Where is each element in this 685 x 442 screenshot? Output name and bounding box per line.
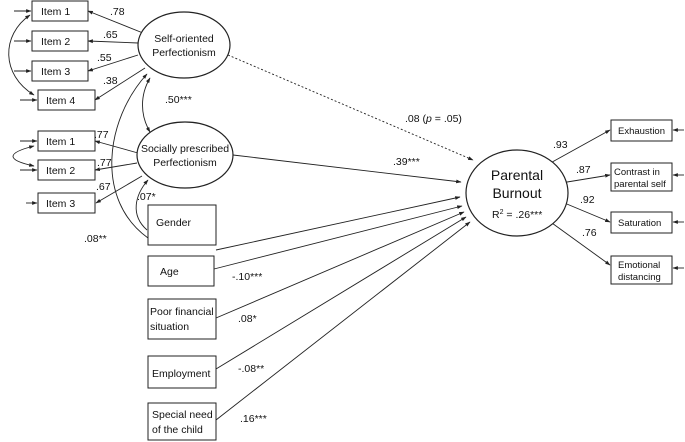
svg-text:Item 4: Item 4 — [46, 95, 75, 107]
svg-text:Item 1: Item 1 — [46, 136, 75, 148]
loading-arrow-exhaustion — [544, 129, 611, 167]
svg-text:Gender: Gender — [156, 217, 192, 229]
loading-arrow-spp-item1 — [94, 140, 139, 154]
loading-arrow-sop-item3 — [87, 54, 139, 72]
svg-text:Special need: Special need — [152, 409, 213, 421]
loading-arrow-saturation — [561, 201, 611, 223]
outcome-exhaustion: Exhaustion — [610, 119, 673, 142]
loading-arrow-sop-item4 — [94, 67, 146, 101]
control-special-need-of-the-child: Special need of the child — [147, 402, 217, 441]
spp-item-2: Item 2 — [37, 159, 96, 181]
svg-text:Item 1: Item 1 — [41, 6, 70, 18]
svg-text:parental self: parental self — [614, 179, 666, 190]
sop-item-2: Item 2 — [31, 30, 89, 52]
spp-burnout-label: .39*** — [393, 156, 420, 168]
svg-text:Socially prescribed: Socially prescribed — [141, 143, 229, 155]
sop-item-1: Item 1 — [31, 0, 89, 22]
error-covariance-spp-items — [12, 145, 35, 167]
special-need-burnout-label: .16*** — [240, 413, 267, 425]
svg-text:Item 3: Item 3 — [46, 198, 75, 210]
svg-text:Perfectionism: Perfectionism — [152, 47, 216, 59]
gender-sop-label: .08** — [84, 233, 107, 245]
loading-arrow-sop-item2 — [87, 39, 139, 44]
loading-label-spp-item2: .77 — [97, 157, 112, 169]
path-gender-sop — [111, 73, 149, 239]
loading-label-saturation: .92 — [580, 194, 595, 206]
svg-text:Parental: Parental — [491, 167, 543, 183]
path-employment-burnout — [215, 216, 467, 370]
loading-arrow-contrast — [560, 173, 611, 184]
gender-spp-label: .07* — [137, 191, 156, 203]
sop-burnout-label: .08 (p = .05) — [405, 113, 462, 125]
sop-item-4: Item 4 — [37, 89, 96, 111]
loading-label-sop-item1: .78 — [110, 6, 125, 18]
svg-text:Item 2: Item 2 — [41, 36, 70, 48]
loading-label-sop-item4: .38 — [103, 75, 118, 87]
path-gender-burnout — [215, 196, 461, 251]
parental-burnout-node: Parental Burnout R2 = .26*** — [465, 149, 569, 237]
loading-label-emotional: .76 — [582, 227, 597, 239]
svg-text:Item 3: Item 3 — [41, 66, 70, 78]
control-poor-financial-situation: Poor financial situation — [147, 298, 217, 340]
svg-text:Poor financial: Poor financial — [150, 306, 214, 318]
loading-label-contrast: .87 — [576, 164, 591, 176]
employment-burnout-label: -.08** — [238, 363, 264, 375]
loading-arrow-sop-item1 — [87, 10, 144, 34]
outcome-saturation: Saturation — [610, 211, 673, 234]
svg-text:Saturation: Saturation — [618, 218, 661, 229]
loading-label-sop-item2: .65 — [103, 29, 118, 41]
self-oriented-perfectionism-node: Self-oriented Perfectionism — [137, 11, 231, 79]
loading-label-sop-item3: .55 — [97, 52, 112, 64]
svg-text:Employment: Employment — [152, 368, 210, 380]
error-covariance-sop-items — [8, 14, 35, 96]
control-age: Age — [147, 255, 215, 287]
svg-text:Perfectionism: Perfectionism — [153, 157, 217, 169]
loading-label-spp-item1: .77 — [94, 129, 109, 141]
correlation-sop-spp — [142, 77, 151, 133]
svg-text:Contrast in: Contrast in — [614, 167, 660, 178]
svg-text:R2 = .26***: R2 = .26*** — [492, 209, 542, 221]
svg-text:distancing: distancing — [618, 272, 661, 283]
svg-text:Item 2: Item 2 — [46, 165, 75, 177]
svg-text:Burnout: Burnout — [492, 185, 541, 201]
spp-item-3: Item 3 — [37, 192, 96, 214]
path-sop-burnout — [227, 54, 474, 161]
svg-text:Age: Age — [160, 266, 179, 278]
control-gender: Gender — [147, 204, 217, 246]
svg-text:Self-oriented: Self-oriented — [154, 33, 214, 45]
outcome-contrast-in-parental-self: Contrast in parental self — [610, 162, 673, 192]
loading-label-spp-item3: .67 — [96, 181, 111, 193]
financial-burnout-label: .08* — [238, 313, 257, 325]
loading-arrow-spp-item3 — [95, 175, 143, 204]
outcome-emotional-distancing: Emotional distancing — [610, 255, 673, 285]
svg-text:Exhaustion: Exhaustion — [618, 126, 665, 137]
svg-text:Emotional: Emotional — [618, 260, 660, 271]
svg-text:situation: situation — [150, 321, 189, 333]
path-poor-financial-burnout — [215, 211, 465, 319]
socially-prescribed-perfectionism-node: Socially prescribed Perfectionism — [136, 121, 234, 189]
sop-item-3: Item 3 — [31, 60, 89, 82]
control-employment: Employment — [147, 355, 217, 389]
path-spp-burnout — [232, 154, 462, 184]
path-gender-spp — [135, 179, 149, 231]
path-special-need-burnout — [215, 221, 471, 421]
path-age-burnout — [213, 205, 463, 270]
age-burnout-label: -.10*** — [232, 271, 262, 283]
loading-arrow-spp-item2 — [94, 162, 138, 172]
spp-item-1: Item 1 — [37, 130, 96, 152]
loading-arrow-emotional — [544, 217, 611, 266]
loading-label-exhaustion: .93 — [553, 139, 568, 151]
correlation-label: .50*** — [165, 94, 192, 106]
svg-text:of the child: of the child — [152, 424, 203, 436]
